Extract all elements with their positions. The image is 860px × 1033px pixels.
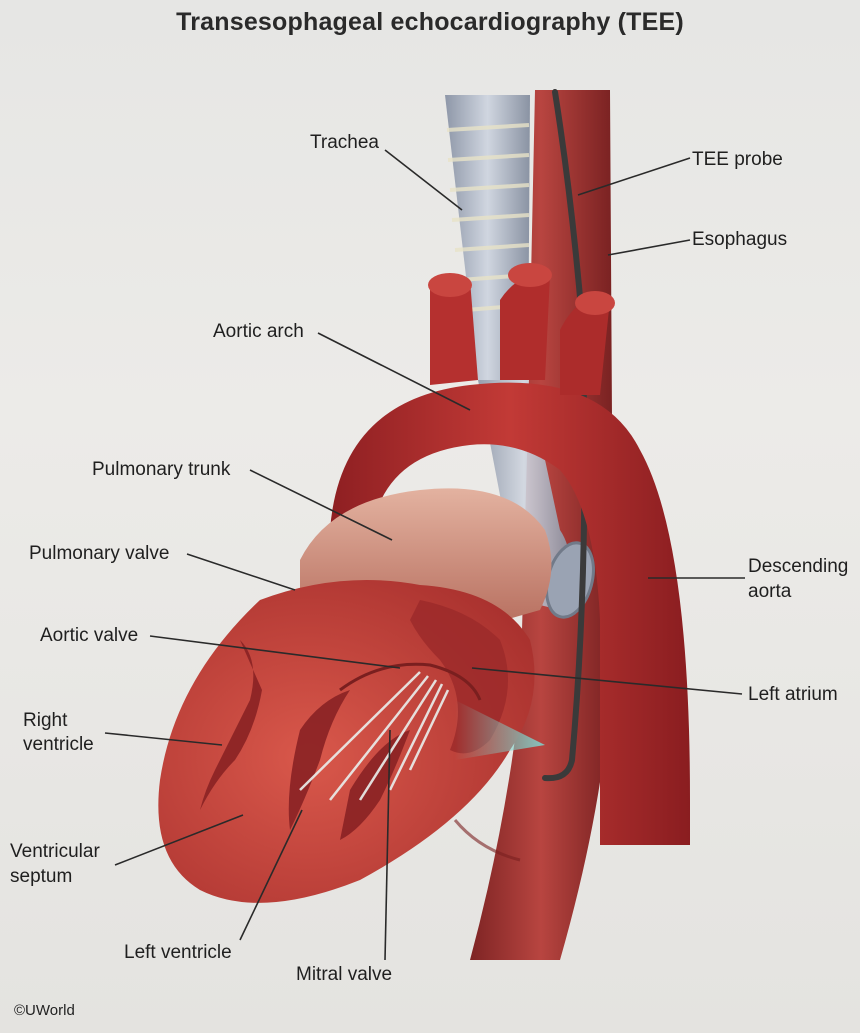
label-pulmonary-trunk: Pulmonary trunk bbox=[92, 459, 231, 480]
label-right-ventricle-line2: ventricle bbox=[23, 734, 94, 755]
label-left-atrium: Left atrium bbox=[748, 684, 838, 705]
chordae-tendineae bbox=[299, 671, 450, 801]
label-ventricular-septum-line2: septum bbox=[10, 866, 73, 887]
ultrasound-beam bbox=[455, 700, 545, 760]
label-tee-probe: TEE probe bbox=[692, 149, 783, 170]
label-aortic-valve: Aortic valve bbox=[40, 625, 139, 646]
copyright-notice: ©UWorld bbox=[14, 1002, 75, 1019]
label-trachea: Trachea bbox=[310, 132, 379, 153]
label-pulmonary-valve: Pulmonary valve bbox=[29, 543, 170, 564]
aortic-arch bbox=[330, 263, 690, 845]
label-esophagus: Esophagus bbox=[692, 229, 788, 250]
label-left-ventricle: Left ventricle bbox=[124, 942, 232, 963]
label-descending-aorta-line2: aorta bbox=[748, 581, 792, 602]
diagram-title: Transesophageal echocardiography (TEE) bbox=[176, 8, 684, 36]
label-aortic-arch: Aortic arch bbox=[213, 321, 304, 342]
label-descending-aorta-line1: Descending bbox=[748, 556, 849, 577]
label-mitral-valve: Mitral valve bbox=[296, 964, 393, 985]
leader-lines bbox=[104, 149, 745, 961]
label-ventricular-septum-line1: Ventricular bbox=[10, 841, 100, 862]
label-right-ventricle-line1: Right bbox=[23, 710, 68, 731]
